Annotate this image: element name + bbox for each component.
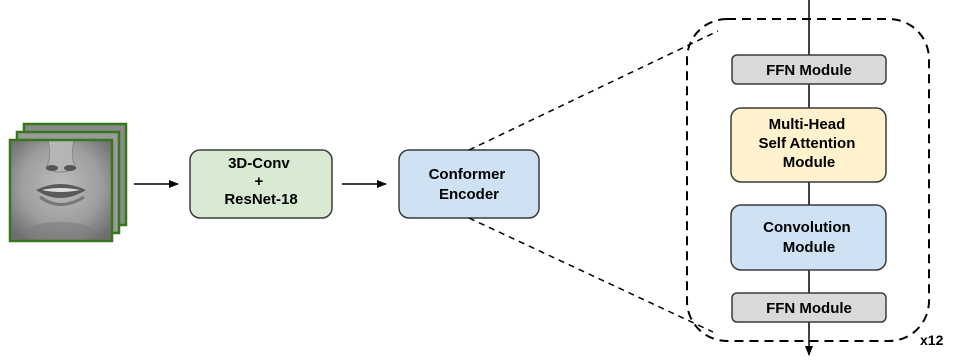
- frontend-label: 3D-Conv + ResNet-18: [224, 155, 297, 208]
- nose-shape: [45, 140, 77, 173]
- ffn-module-bottom-label: FFN Module: [766, 300, 852, 317]
- lip-frames-stack-icon: [8, 122, 128, 243]
- convolution-module: Convolution Module: [730, 204, 887, 271]
- convolution-module-label: Convolution Module: [763, 219, 855, 256]
- conformer-block-container: [686, 18, 930, 342]
- zoom-line-top: [468, 30, 719, 151]
- ffn-module-top: FFN Module: [731, 54, 887, 85]
- ffn-module-top-label: FFN Module: [766, 62, 852, 79]
- zoom-line-bottom: [468, 217, 714, 333]
- conformer-encoder-box: [398, 149, 540, 219]
- ffn-module-bottom: FFN Module: [731, 292, 887, 323]
- conformer-encoder-block: Conformer Encoder: [398, 149, 540, 219]
- mhsa-module: Multi-Head Self Attention Module: [730, 107, 887, 183]
- frontend-box: [189, 149, 333, 219]
- frontend-block: 3D-Conv + ResNet-18: [189, 149, 333, 219]
- conformer-encoder-label: Conformer Encoder: [429, 166, 510, 203]
- input-frame-front: [8, 138, 114, 243]
- mhsa-module-label: Multi-Head Self Attention Module: [758, 116, 859, 171]
- repeat-count-label: x12: [920, 332, 944, 348]
